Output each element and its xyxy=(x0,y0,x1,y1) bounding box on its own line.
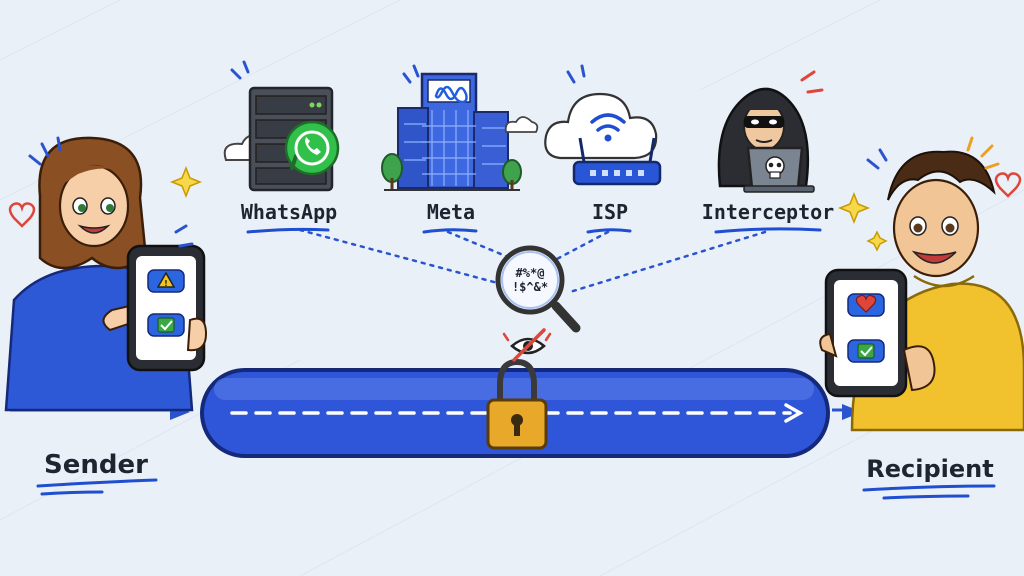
padlock-icon xyxy=(486,358,548,450)
label-underlines xyxy=(246,227,822,234)
line-isp xyxy=(553,230,610,262)
cipher-line-2: !$^&* xyxy=(511,280,549,294)
sender-phone-or: OR xyxy=(157,298,175,310)
skull-icon xyxy=(765,156,785,179)
whatsapp-server-icon xyxy=(223,60,340,192)
meta-building-icon xyxy=(381,64,539,191)
check-icon xyxy=(157,317,175,333)
label-meta: Meta xyxy=(426,200,476,224)
label-interceptor: Interceptor xyxy=(701,200,835,224)
line-whatsapp xyxy=(298,228,507,287)
label-whatsapp: WhatsApp xyxy=(240,200,338,224)
wifi-router-icon xyxy=(544,64,662,186)
label-isp: ISP xyxy=(591,200,629,224)
recipient-figure xyxy=(819,136,1024,432)
cipher-line-1: #%*@ xyxy=(515,266,545,280)
whatsapp-logo-icon xyxy=(284,120,340,176)
cipher-text: #%*@ !$^&* xyxy=(512,266,548,294)
label-recipient: Recipient xyxy=(866,455,994,483)
sparkle-icon xyxy=(169,165,203,199)
sender-figure: ! xyxy=(4,136,208,412)
actor-underlines xyxy=(36,478,996,500)
recipient-check-icon xyxy=(857,343,875,359)
heart-message-icon xyxy=(855,294,877,313)
heart-icon xyxy=(8,202,36,228)
recipient-heart-icon xyxy=(994,172,1022,198)
recipient-sparkle-icon xyxy=(837,191,888,252)
tunnel-arrow-icon xyxy=(784,403,804,423)
label-sender: Sender xyxy=(44,450,148,480)
no-eavesdrop-icon xyxy=(502,328,552,362)
line-interceptor xyxy=(568,230,767,294)
magnifier-icon xyxy=(495,245,581,333)
warning-icon xyxy=(156,271,176,288)
hooded-hacker-icon xyxy=(717,70,824,193)
meta-logo-icon xyxy=(434,85,468,104)
svg-text:!: ! xyxy=(164,279,168,288)
recipient-phone-or: OR xyxy=(857,323,875,335)
